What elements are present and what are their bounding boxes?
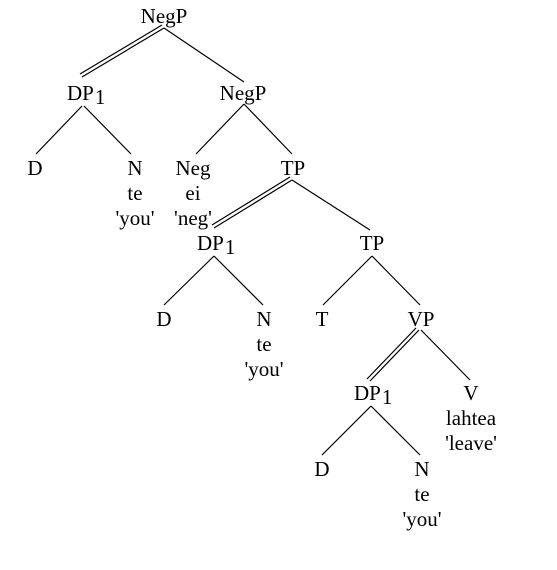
- branch-dp1mid-d: [163, 255, 215, 306]
- branch-root-dp1-b: [79, 24, 163, 75]
- node-tp-lower: TP: [360, 231, 385, 255]
- node-negp-root: NegP: [141, 4, 188, 28]
- branch-negp-tp: [243, 103, 293, 155]
- word-te-top: te: [127, 181, 142, 205]
- branch-vp-dp1-a: [369, 329, 420, 382]
- node-d-low: D: [314, 457, 329, 481]
- node-negp: NegP: [220, 81, 267, 105]
- branch-dp1top-n: [83, 105, 132, 155]
- gloss-leave: 'leave': [445, 431, 497, 455]
- branch-tpupper-dp1-a: [213, 179, 293, 229]
- node-neg: Neg: [176, 156, 211, 180]
- branch-tplower-vp: [371, 255, 421, 306]
- node-dp1-low: DP1: [354, 381, 392, 409]
- word-lahtea: lahtea: [446, 406, 497, 430]
- branch-tpupper-dp1-b: [211, 176, 291, 226]
- branch-vp-v: [420, 329, 471, 381]
- gloss-neg: 'neg': [174, 206, 212, 230]
- node-dp1-mid: DP1: [197, 231, 235, 259]
- word-ei: ei: [185, 181, 200, 205]
- node-n-low: N: [414, 457, 429, 481]
- branch-vp-dp1-b: [366, 327, 417, 380]
- branch-root-dp1-a: [81, 27, 165, 78]
- branch-tpupper-tplower: [291, 179, 371, 231]
- node-t: T: [316, 307, 329, 331]
- branch-negp-neg: [195, 103, 245, 155]
- word-te-mid: te: [256, 332, 271, 356]
- node-n-mid: N: [256, 307, 271, 331]
- node-v: V: [463, 381, 478, 405]
- tree-nodes: NegP DP1 NegP D N te 'you' Neg ei 'neg' …: [27, 4, 497, 531]
- branch-dp1mid-n: [213, 255, 264, 306]
- branch-dp1top-d: [35, 105, 83, 155]
- gloss-you-low: 'you': [402, 507, 441, 531]
- branch-dp1low-d: [321, 405, 372, 456]
- word-te-low: te: [414, 482, 429, 506]
- node-d-mid: D: [156, 307, 171, 331]
- gloss-you-top: 'you': [115, 206, 154, 230]
- gloss-you-mid: 'you': [244, 357, 283, 381]
- node-dp1-top: DP1: [67, 81, 105, 109]
- node-tp-upper: TP: [281, 156, 306, 180]
- tree-branches: [35, 24, 471, 456]
- branch-dp1low-n: [370, 405, 421, 456]
- node-n-top: N: [127, 156, 142, 180]
- node-d-top: D: [27, 156, 42, 180]
- node-vp: VP: [408, 307, 435, 331]
- branch-tplower-t: [322, 255, 373, 306]
- branch-root-negp: [163, 27, 245, 83]
